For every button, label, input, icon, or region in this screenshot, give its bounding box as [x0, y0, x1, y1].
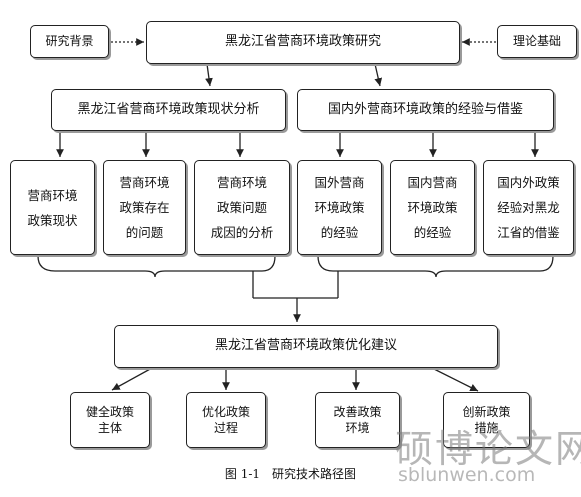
- domestic-experience-box: 国内营商 环境政策 的经验: [390, 160, 475, 255]
- problem-causes-line-2: 政策问题: [216, 200, 267, 215]
- policy-process-line-1: 优化政策: [201, 404, 250, 419]
- main-title-label: 黑龙江省营商环境政策研究: [224, 34, 381, 50]
- policy-environment-box: 改善政策 环境: [315, 392, 400, 448]
- lessons-line-1: 国内外政策: [497, 175, 560, 190]
- lessons-line-3: 江省的借鉴: [497, 225, 560, 240]
- status-analysis-box: 黑龙江省营商环境政策现状分析: [51, 89, 286, 131]
- left-brace: [37, 255, 276, 278]
- watermark-brand: 硕博论文网: [395, 427, 581, 471]
- experience-reference-label: 国内外营商环境政策的经验与借鉴: [327, 101, 523, 117]
- optimization-suggestions-label: 黑龙江省营商环境政策优化建议: [214, 338, 397, 354]
- optimization-suggestions-box: 黑龙江省营商环境政策优化建议: [114, 325, 498, 368]
- theory-basis-label: 理论基础: [512, 33, 561, 48]
- policy-subject-line-1: 健全政策: [85, 404, 134, 419]
- foreign-experience-line-1: 国外营商: [314, 175, 365, 190]
- arrow-title-to-experience: [374, 63, 383, 87]
- domestic-experience-line-3: 的经验: [413, 225, 452, 240]
- policy-problems-box: 营商环境 政策存在 的问题: [103, 160, 186, 255]
- figure-caption: 图 1-1 研究技术路径图: [224, 467, 357, 481]
- policy-environment-line-2: 环境: [345, 421, 370, 435]
- experience-reference-box: 国内外营商环境政策的经验与借鉴: [297, 89, 554, 131]
- problem-causes-line-1: 营商环境: [216, 175, 267, 190]
- policy-measures-box: 创新政策 措施: [443, 392, 530, 448]
- foreign-experience-line-2: 环境政策: [314, 200, 365, 215]
- policy-problems-line-1: 营商环境: [119, 175, 170, 190]
- watermark-url: sblunwen.com: [398, 464, 536, 486]
- research-background-label: 研究背景: [45, 33, 94, 48]
- right-brace: [317, 255, 554, 278]
- lessons-for-heilongjiang-box: 国内外政策 经验对黑龙 江省的借鉴: [483, 160, 574, 255]
- arrow-title-to-status: [205, 63, 213, 87]
- research-background-box: 研究背景: [30, 25, 109, 58]
- policy-status-box: 营商环境 政策现状: [10, 160, 95, 255]
- status-analysis-label: 黑龙江省营商环境政策现状分析: [77, 101, 260, 117]
- foreign-experience-box: 国外营商 环境政策 的经验: [297, 160, 382, 255]
- policy-problems-line-2: 政策存在: [119, 200, 170, 215]
- policy-status-line-1: 营商环境: [27, 187, 78, 203]
- policy-status-line-2: 政策现状: [27, 212, 78, 228]
- policy-measures-line-1: 创新政策: [462, 404, 511, 419]
- policy-subject-box: 健全政策 主体: [70, 392, 150, 448]
- policy-problems-line-3: 的问题: [125, 225, 164, 240]
- foreign-experience-line-3: 的经验: [320, 225, 359, 240]
- problem-causes-box: 营商环境 政策问题 成因的分析: [194, 160, 290, 255]
- main-title-box: 黑龙江省营商环境政策研究: [146, 21, 460, 64]
- problem-causes-line-3: 成因的分析: [210, 225, 274, 240]
- policy-measures-line-2: 措施: [474, 421, 499, 435]
- policy-process-box: 优化政策 过程: [186, 392, 266, 448]
- policy-process-line-2: 过程: [213, 421, 238, 435]
- policy-environment-line-1: 改善政策: [333, 404, 382, 419]
- policy-subject-line-2: 主体: [97, 421, 122, 435]
- domestic-experience-line-1: 国内营商: [407, 175, 458, 190]
- theory-basis-box: 理论基础: [497, 25, 577, 58]
- lessons-line-2: 经验对黑龙: [497, 200, 560, 215]
- domestic-experience-line-2: 环境政策: [407, 200, 458, 215]
